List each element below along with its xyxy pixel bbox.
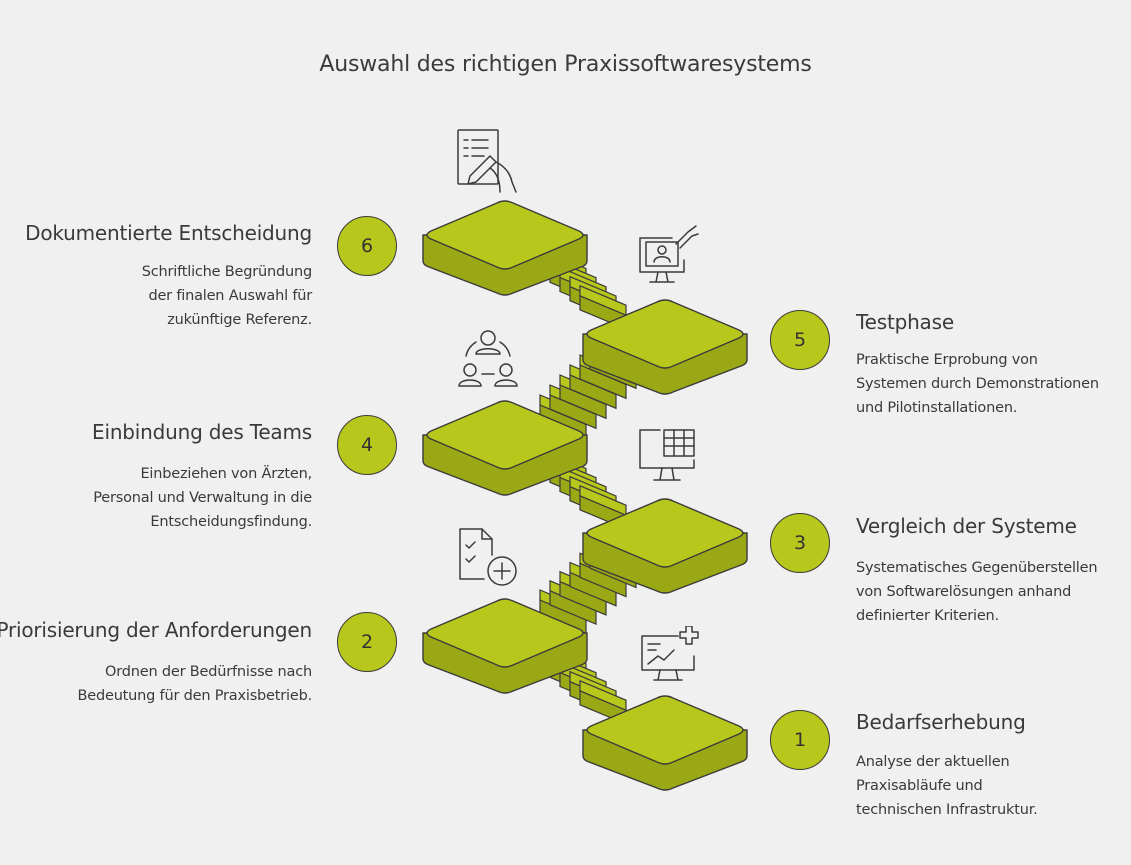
step-6-title: Dokumentierte Entscheidung [25,221,312,245]
step-1-desc-line: technischen Infrastruktur. [856,802,1038,818]
step-1-desc-line: Analyse der aktuellen [856,754,1010,770]
step-2-desc-line: Bedeutung für den Praxisbetrieb. [77,688,313,704]
step-6-desc-line: zukünftige Referenz. [167,312,312,328]
step-6-desc-line: der finalen Auswahl für [148,288,312,304]
step-3-desc-line: definierter Kriterien. [856,608,999,624]
stair-tread [579,284,627,317]
landing-5-top [586,299,744,369]
step-1-desc-line: Praxisabläufe und [856,778,983,794]
step-4-desc-line: Einbeziehen von Ärzten, [140,466,312,482]
step-5-desc-line: Praktische Erprobung von [856,352,1038,368]
step-5-desc-line: Systemen durch Demonstrationen [856,376,1099,392]
stair-tread [579,679,627,712]
step-2-desc-line: Ordnen der Bedürfnisse nach [105,664,312,680]
document-sign-icon [457,129,517,193]
landing-3-top [586,498,744,568]
step-1-description: Analyse der aktuellen Praxisabläufe und … [856,750,1038,822]
step-3-description: Systematisches Gegenüberstellen von Soft… [856,556,1098,628]
step-6-desc-line: Schriftliche Begründung [141,264,312,280]
step-4-desc-line: Entscheidungsfindung. [150,514,312,530]
step-5-badge: 5 [770,310,830,370]
step-3-badge: 3 [770,513,830,573]
landing-2-top [426,598,584,668]
landing-6-top [426,200,584,270]
step-2-badge: 2 [337,612,397,672]
chart-plus-monitor-icon [641,626,699,681]
step-4-title: Einbindung des Teams [92,420,312,444]
step-5-title: Testphase [856,310,954,334]
checklist-plus-icon [459,528,517,586]
step-3-desc-line: von Softwarelösungen anhand [856,584,1072,600]
step-5-description: Praktische Erprobung von Systemen durch … [856,348,1099,420]
step-4-badge: 4 [337,415,397,475]
landing-4-top [426,400,584,470]
step-4-desc-line: Personal und Verwaltung in die [93,490,312,506]
team-icon [458,330,518,387]
stair-tread [579,484,627,517]
step-2-description: Ordnen der Bedürfnisse nach Bedeutung fü… [78,660,313,708]
step-1-title: Bedarfserhebung [856,710,1026,734]
step-6-description: Schriftliche Begründung der finalen Ausw… [142,260,312,332]
step-6-badge: 6 [337,216,397,276]
page-title: Auswahl des richtigen Praxissoftwaresyst… [319,52,812,77]
step-3-title: Vergleich der Systeme [856,514,1077,538]
landing-1-top [586,695,744,765]
step-4-description: Einbeziehen von Ärzten, Personal und Ver… [93,462,312,534]
step-2-title: Priorisierung der Anforderungen [0,618,312,642]
step-1-badge: 1 [770,710,830,770]
step-3-desc-line: Systematisches Gegenüberstellen [856,560,1098,576]
table-monitor-icon [639,429,695,481]
touch-monitor-icon [639,225,699,283]
step-5-desc-line: und Pilotinstallationen. [856,400,1018,416]
